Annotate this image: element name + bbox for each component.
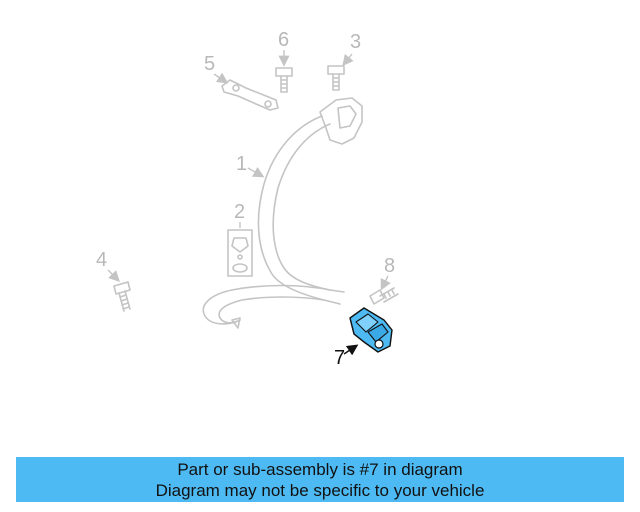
svg-text:4: 4 [96,249,107,271]
parts-diagram: 5 6 3 1 [96,29,399,369]
callout-7: 7 [334,344,359,369]
svg-text:5: 5 [204,53,215,75]
part-3-bolt [327,65,345,91]
callout-3: 3 [342,31,361,67]
callout-6: 6 [278,29,290,67]
caption-banner: Part or sub-assembly is #7 in diagram Di… [16,457,624,502]
part-2-cover [227,229,253,277]
part-5-bracket [221,79,279,111]
part-8-bolt [369,287,399,305]
svg-text:1: 1 [236,153,247,175]
callout-8: 8 [380,255,395,291]
svg-text:2: 2 [234,201,245,223]
caption-line-2: Diagram may not be specific to your vehi… [155,481,485,500]
svg-text:7: 7 [334,347,345,369]
svg-text:3: 3 [350,31,361,53]
svg-text:8: 8 [384,255,395,277]
caption-line-1: Part or sub-assembly is #7 in diagram [177,460,463,479]
svg-text:6: 6 [278,29,289,51]
part-7-highlighted [349,307,393,353]
part-6-bolt [275,67,293,93]
callout-5: 5 [204,53,229,84]
callout-1: 1 [236,153,265,178]
part-4-bolt [113,281,131,312]
callout-2: 2 [234,201,245,228]
callout-4: 4 [96,249,120,282]
part-1-seat-belt [202,97,363,329]
